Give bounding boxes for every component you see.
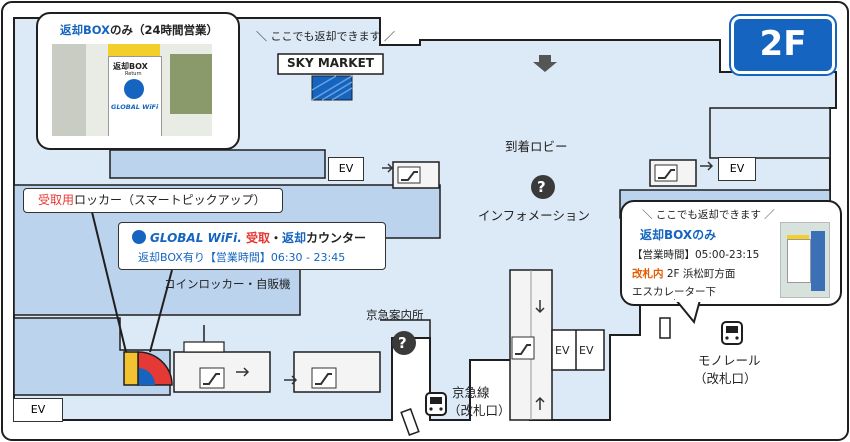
ev-label: EV [555,344,570,357]
right-callout-location-red: 改札内 [632,268,664,280]
central-escalator [509,269,553,421]
monorail-label: モノレール [698,353,761,368]
escalator-icon [392,161,440,189]
counter-label [118,222,386,270]
global-wifi-logo-icon [132,230,146,244]
question-mark: ? [537,178,546,196]
sky-market-note: ＼ ここでも返却できます ／ [256,30,395,43]
right-callout-hours: 【営業時間】05:00-23:15 [632,249,760,261]
counter-title: GLOBAL WiFi. 受取・返却カウンター [150,229,366,246]
return-box-label: 返却BOX [60,23,110,37]
question-icon [531,175,555,199]
right-callout-location-rest: 2F 浜松町方面 [663,268,736,280]
return-box: 返却BOX Return GLOBAL WiFi [108,56,162,136]
counter-blue: 返却 [281,231,306,245]
right-callout-escalator: エスカレーター下 [632,286,716,298]
return-box-photo-small [780,222,830,298]
arrival-lobby-label: 到着ロビー [505,139,568,154]
right-wall-block [709,107,831,159]
escalator-icon [173,351,271,393]
lounge-strip [109,149,326,179]
return-box-photo: 返却BOX Return GLOBAL WiFi [52,44,212,136]
ev-label: EV [13,398,63,422]
question-mark: ? [398,334,407,352]
keikyu-info-label: 京急案内所 [366,308,424,322]
coin-locker-label: コインロッカー・自販機 [164,277,291,291]
train-icon [425,392,447,416]
counter-rest: カウンター [305,231,366,245]
ev-label: EV [718,157,756,181]
keikyu-gate-label: （改札口） [448,403,511,418]
floor-badge-text: 2F [759,24,807,64]
globe-icon [124,79,144,99]
return-box-sign-sub: Return [125,71,142,77]
right-callout-title: 返却BOXのみ [640,228,717,242]
escalator-icon [293,351,381,393]
top-left-callout-title: 返却BOXのみ（24時間営業） [60,22,218,38]
ev-label: EV [579,344,594,357]
return-box-brand: GLOBAL WiFi [111,103,159,111]
monorail-gate-label: （改札口） [694,371,757,386]
information-label: インフォメーション [478,208,590,223]
down-arrow-icon [533,55,557,72]
keikyu-line-label: 京急線 [452,385,490,400]
counter-dot: ・ [269,231,282,245]
locker-label-red: 受取用 [38,193,75,207]
floor-badge [734,19,832,71]
hours-note: のみ（24時間営業） [110,23,219,37]
locker-label [23,188,283,213]
locker-label-text: 受取用ロッカー（スマートピックアップ） [38,191,266,208]
sky-market-shop [277,53,384,75]
sky-market-label: SKY MARKET [287,56,374,70]
train-icon [721,321,743,345]
return-box-sign: 返却BOX [113,62,148,71]
brand-name: GLOBAL WiFi. [150,231,242,245]
locker-label-rest: ロッカー（スマートピックアップ） [74,193,266,207]
counter-red: 受取 [245,231,270,245]
right-callout-note: ＼ ここでも返却できます ／ [642,209,775,221]
escalator-icon [649,159,697,187]
coin-locker [183,341,225,353]
counter-hours: 返却BOX有り【営業時間】06:30 - 23:45 [138,251,346,264]
global-wifi-counter[interactable] [123,351,173,386]
ev-label: EV [328,157,364,181]
right-callout-location: 改札内 2F 浜松町方面 [632,266,735,281]
question-icon [392,331,416,355]
